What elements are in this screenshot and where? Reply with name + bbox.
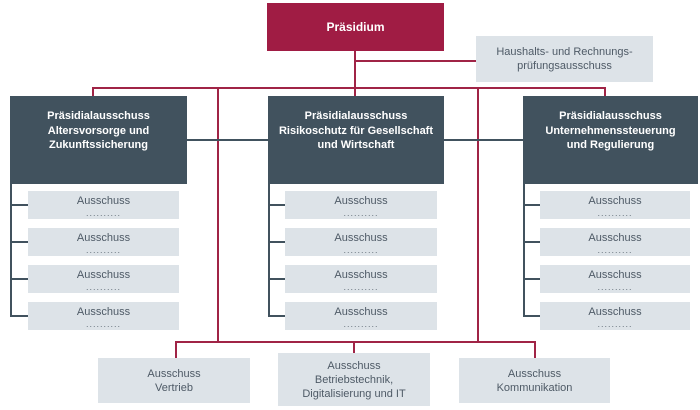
connector-main-horizontal xyxy=(92,87,606,89)
audit-committee-label-line2: prüfungsausschuss xyxy=(517,60,612,72)
audit-committee-box: Haushalts- und Rechnungs- prüfungsaussch… xyxy=(476,36,653,82)
bracket-col2-stub xyxy=(268,204,285,206)
sub-committee-label: Ausschuss xyxy=(334,306,388,318)
title-line: Präsidialausschuss xyxy=(559,110,662,122)
connector-bottom-drop-3 xyxy=(534,341,536,358)
bottom-label-line: Kommunikation xyxy=(496,381,573,394)
connector-bottom-horizontal xyxy=(175,341,536,343)
bracket-col1-stub xyxy=(10,241,28,243)
sub-committee-box: Ausschuss .......... xyxy=(540,191,690,219)
bottom-label-line: Betriebstechnik, xyxy=(314,373,394,386)
connector-left-box-drop xyxy=(92,87,94,96)
sub-committee-label: Ausschuss xyxy=(334,195,388,207)
bracket-col1-stub xyxy=(10,204,28,206)
sub-committee-placeholder: .......... xyxy=(597,208,633,218)
sub-committee-label: Ausschuss xyxy=(334,269,388,281)
connector-right-box-drop xyxy=(604,87,606,96)
bracket-col2-vertical xyxy=(268,184,270,317)
sub-committee-placeholder: .......... xyxy=(343,245,379,255)
title-line: Unternehmenssteuerung xyxy=(545,124,676,137)
connector-bottom-drop-1 xyxy=(175,341,177,358)
bracket-col1-vertical xyxy=(10,184,12,317)
bracket-col1-stub xyxy=(10,315,28,317)
sub-committee-box: Ausschuss .......... xyxy=(285,302,437,330)
sub-committee-label: Ausschuss xyxy=(76,232,131,244)
title-line: Präsidialausschuss xyxy=(304,110,408,122)
sub-committee-box: Ausschuss .......... xyxy=(540,265,690,293)
sub-committee-box: Ausschuss .......... xyxy=(28,191,179,219)
bottom-label-line: Vertrieb xyxy=(155,381,193,394)
ausschuss-betriebstechnik-box: Ausschuss Betriebstechnik, Digitalisieru… xyxy=(278,353,430,406)
connector-audit-branch xyxy=(355,60,476,62)
sub-committee-placeholder: .......... xyxy=(85,282,121,292)
sub-committee-label: Ausschuss xyxy=(76,195,131,207)
sub-committee-label: Ausschuss xyxy=(334,232,388,244)
bracket-col2-stub xyxy=(268,278,285,280)
ausschuss-vertrieb-box: Ausschuss Vertrieb xyxy=(98,358,250,403)
sub-committee-box: Ausschuss .......... xyxy=(285,265,437,293)
bracket-col3-stub xyxy=(523,204,540,206)
praesidialausschuss-unternehmenssteuerung-box: Präsidialausschuss Unternehmenssteuerung… xyxy=(523,96,698,184)
bracket-col2-stub xyxy=(268,315,285,317)
bracket-col3-stub xyxy=(523,315,540,317)
connector-left-rail xyxy=(217,87,219,343)
sub-committee-label: Ausschuss xyxy=(76,306,131,318)
connector-middle-right-stub xyxy=(444,139,523,141)
title-line: Risikoschutz für Gesellschaft xyxy=(278,124,434,137)
sub-committee-placeholder: .......... xyxy=(343,282,379,292)
sub-committee-label: Ausschuss xyxy=(588,306,642,318)
ausschuss-kommunikation-box: Ausschuss Kommunikation xyxy=(459,358,610,403)
praesidium-box: Präsidium xyxy=(267,3,444,51)
sub-committee-label: Ausschuss xyxy=(588,195,642,207)
sub-committee-box: Ausschuss .......... xyxy=(540,302,690,330)
title-line: Präsidialausschuss xyxy=(47,110,150,122)
connector-right-rail xyxy=(477,87,479,343)
sub-committee-box: Ausschuss .......... xyxy=(28,302,179,330)
sub-committee-placeholder: .......... xyxy=(597,245,633,255)
sub-committee-placeholder: .......... xyxy=(343,319,379,329)
bracket-col1-stub xyxy=(10,278,28,280)
bottom-label-line: Ausschuss xyxy=(507,367,562,380)
sub-committee-placeholder: .......... xyxy=(597,282,633,292)
connector-bottom-drop-2 xyxy=(353,341,355,353)
sub-committee-box: Ausschuss .......... xyxy=(285,191,437,219)
praesidium-label: Präsidium xyxy=(326,20,385,34)
sub-committee-placeholder: .......... xyxy=(85,319,121,329)
sub-committee-placeholder: .......... xyxy=(85,208,121,218)
bracket-col2-stub xyxy=(268,241,285,243)
connector-left-middle-stub xyxy=(187,139,268,141)
sub-committee-placeholder: .......... xyxy=(343,208,379,218)
bottom-label-line: Ausschuss xyxy=(327,359,381,372)
praesidialausschuss-risikoschutz-box: Präsidialausschuss Risikoschutz für Gese… xyxy=(268,96,444,184)
sub-committee-placeholder: .......... xyxy=(597,319,633,329)
bracket-col3-stub xyxy=(523,278,540,280)
sub-committee-box: Ausschuss .......... xyxy=(28,228,179,256)
title-line: und Regulierung xyxy=(566,139,655,151)
sub-committee-box: Ausschuss .......... xyxy=(540,228,690,256)
bottom-label-line: Ausschuss xyxy=(147,367,201,380)
sub-committee-label: Ausschuss xyxy=(76,269,131,281)
sub-committee-placeholder: .......... xyxy=(85,245,121,255)
sub-committee-box: Ausschuss .......... xyxy=(28,265,179,293)
audit-committee-label-line1: Haushalts- und Rechnungs- xyxy=(496,46,633,58)
praesidialausschuss-altersvorsorge-box: Präsidialausschuss Altersvorsorge und Zu… xyxy=(10,96,187,184)
connector-praesidium-drop xyxy=(354,51,356,96)
sub-committee-label: Ausschuss xyxy=(588,232,642,244)
title-line: und Wirtschaft xyxy=(317,139,395,151)
title-line: Zukunftssicherung xyxy=(48,139,148,151)
bottom-label-line: Digitalisierung und IT xyxy=(302,387,406,400)
sub-committee-box: Ausschuss .......... xyxy=(285,228,437,256)
bracket-col3-vertical xyxy=(523,184,525,317)
sub-committee-label: Ausschuss xyxy=(588,269,642,281)
bracket-col3-stub xyxy=(523,241,540,243)
title-line: Altersvorsorge und xyxy=(47,124,150,137)
